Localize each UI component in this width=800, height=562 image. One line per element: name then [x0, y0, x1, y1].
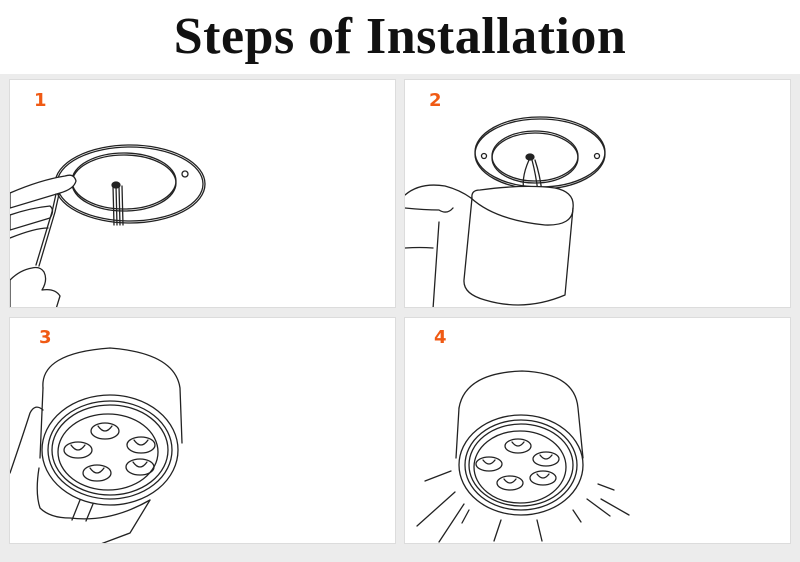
step-panel-3: 3 — [9, 317, 396, 544]
step-number: 3 — [39, 327, 52, 348]
step-number: 2 — [429, 90, 442, 111]
step-panel-1: 1 — [9, 79, 396, 308]
mounting-plate-screwdriver-icon — [10, 144, 206, 307]
page-title: Steps of Installation — [173, 8, 627, 65]
led-downlight-in-hand-icon — [10, 347, 183, 543]
step-number: 1 — [34, 90, 47, 111]
led-downlight-lit-icon — [416, 370, 630, 543]
step-panel-4: 4 — [404, 317, 791, 544]
step-panel-2: 2 — [404, 79, 791, 308]
wiring-housing-icon — [405, 116, 606, 307]
step-number: 4 — [434, 327, 447, 348]
